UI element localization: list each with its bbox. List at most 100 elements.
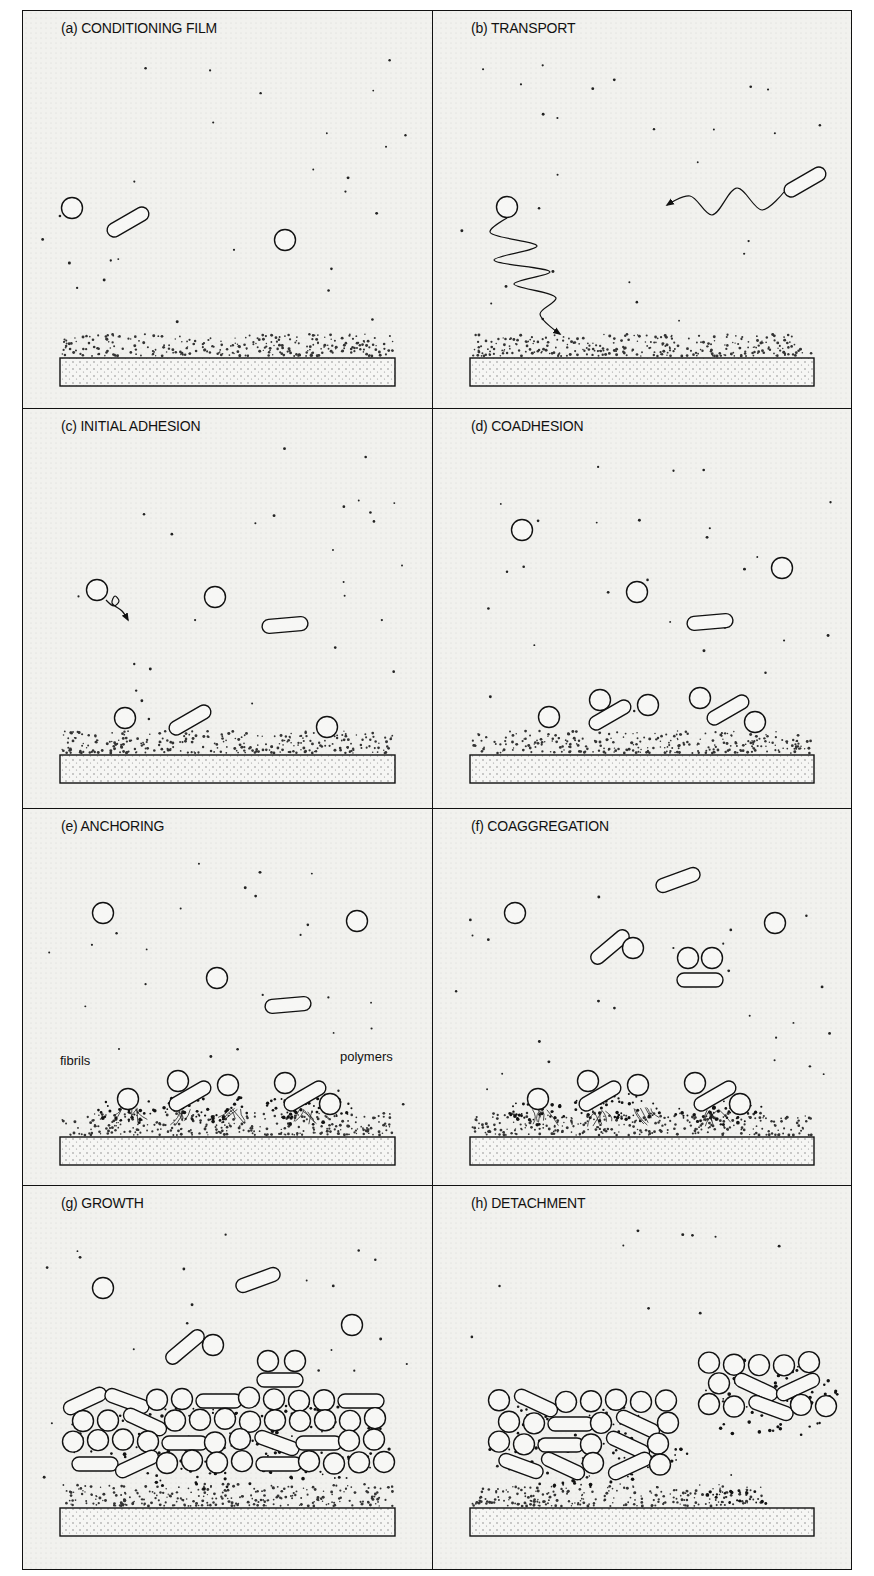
coccus-cell — [205, 587, 226, 608]
stage-title: (b) TRANSPORT — [471, 20, 575, 36]
coccus-cell — [745, 712, 766, 733]
coccus-cell — [581, 1434, 602, 1455]
coccus-cell — [774, 1355, 795, 1376]
coccus-cell — [581, 1391, 602, 1412]
coccus-cell — [118, 1089, 139, 1110]
coccus-cell — [364, 1429, 385, 1450]
rod-cell — [257, 1373, 303, 1387]
coccus-cell — [87, 580, 108, 601]
substratum — [60, 1137, 395, 1165]
rod-cell — [113, 1448, 161, 1480]
stage-illustration — [460, 64, 828, 386]
fibrils — [218, 1108, 245, 1123]
conditioning-film — [62, 1483, 393, 1508]
stage-panel: (d) COADHESION — [432, 408, 852, 809]
coccus-cell — [489, 1390, 510, 1411]
coccus-cell — [340, 1410, 361, 1431]
coccus-cell — [317, 717, 338, 738]
conditioning-film — [62, 333, 394, 357]
substratum — [470, 755, 814, 783]
coccus-cell — [365, 1408, 386, 1429]
coccus-cell — [591, 1412, 612, 1433]
motion-path — [667, 188, 784, 215]
stage-illustration — [43, 1234, 408, 1536]
coccus-cell — [628, 1075, 649, 1096]
coccus-cell — [218, 1075, 239, 1096]
coccus-cell — [115, 708, 136, 729]
coccus-cell — [497, 197, 518, 218]
suspended-particles — [455, 896, 831, 1105]
coccus-cell — [799, 1352, 820, 1373]
rod-cell — [587, 697, 634, 732]
substratum — [60, 755, 395, 783]
residual-polymers — [706, 1489, 768, 1505]
coccus-cell — [290, 1410, 311, 1431]
coccus-cell — [650, 1454, 671, 1475]
stage-panel: (e) ANCHORING — [22, 808, 433, 1186]
coccus-cell — [656, 1390, 677, 1411]
biofilm — [61, 1385, 394, 1491]
coccus-cell — [528, 1089, 549, 1110]
coccus-cell — [638, 695, 659, 716]
coccus-cell — [182, 1450, 203, 1471]
stage-title: (c) INITIAL ADHESION — [61, 418, 200, 434]
rod-cell — [264, 996, 311, 1014]
stage-illustration — [48, 863, 404, 1165]
rod-cell — [234, 1266, 282, 1295]
rod-cell — [548, 1417, 594, 1431]
substratum — [60, 358, 395, 386]
stage-panel: (f) COAGGREGATION — [432, 808, 852, 1186]
coccus-cell — [648, 1433, 669, 1454]
rod-cell — [539, 1450, 587, 1482]
coccus-cell — [678, 948, 699, 969]
coccus-cell — [62, 198, 83, 219]
coccus-cell — [685, 1073, 706, 1094]
coccus-cell — [765, 913, 786, 934]
rod-cell — [296, 1436, 342, 1450]
coccus-cell — [299, 1451, 320, 1472]
stage-panel: (b) TRANSPORT — [432, 10, 852, 409]
coccus-cell — [505, 903, 526, 924]
stage-illustration — [470, 466, 832, 783]
coccus-cell — [190, 1409, 211, 1430]
coccus-cell — [265, 1410, 286, 1431]
coccus-cell — [578, 1071, 599, 1092]
polymers — [701, 1358, 838, 1436]
coccus-cell — [524, 1413, 545, 1434]
coccus-cell — [165, 1410, 186, 1431]
rod-cell — [577, 1078, 624, 1113]
coccus-cell — [590, 690, 611, 711]
conditioning-film — [472, 1483, 692, 1507]
coccus-cell — [203, 1335, 224, 1356]
rod-cell — [338, 1394, 384, 1408]
coccus-cell — [699, 1352, 720, 1373]
biofilm — [488, 1387, 688, 1488]
rod-cell — [162, 1436, 208, 1450]
suspended-particles — [471, 1229, 781, 1478]
fibrils — [170, 1109, 190, 1125]
rod-cell — [747, 1394, 795, 1423]
coccus-cell — [690, 688, 711, 709]
coccus-cell — [88, 1430, 109, 1451]
stage-title: (e) ANCHORING — [61, 818, 164, 834]
rod-cell — [163, 1327, 207, 1367]
coccus-cell — [730, 1094, 751, 1115]
stage-title: (a) CONDITIONING FILM — [61, 20, 217, 36]
conditioning-film — [472, 333, 812, 358]
coccus-cell — [631, 1391, 652, 1412]
stage-panel: (a) CONDITIONING FILM — [22, 10, 433, 409]
fibrils — [588, 1109, 612, 1126]
coccus-cell — [320, 1094, 341, 1115]
coccus-cell — [772, 558, 793, 579]
rod-cell — [497, 1452, 545, 1481]
substratum — [60, 1508, 395, 1536]
rod-cell — [654, 866, 702, 895]
suspended-particles — [43, 1234, 408, 1479]
coccus-cell — [314, 1390, 335, 1411]
coccus-cell — [230, 1429, 251, 1450]
coccus-cell — [239, 1387, 260, 1408]
polymers — [67, 1394, 391, 1490]
coccus-cell — [791, 1394, 812, 1415]
substratum — [470, 1508, 814, 1536]
